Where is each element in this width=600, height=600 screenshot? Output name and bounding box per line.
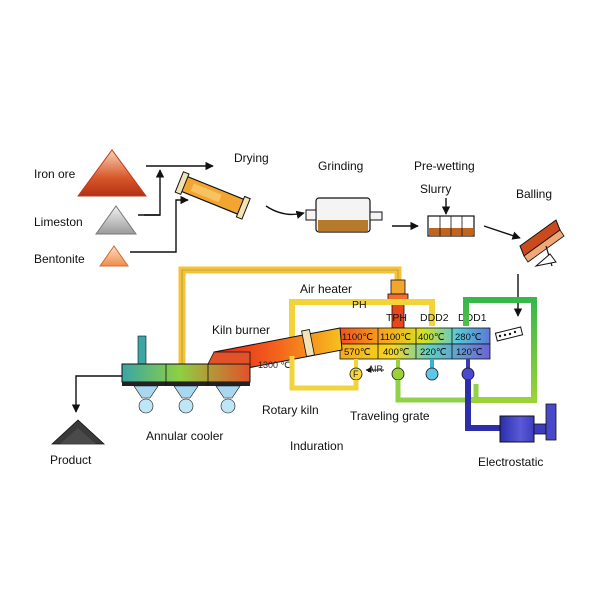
arrow-prewetting-to-balling	[483, 225, 521, 240]
zone-ph-label: PH	[352, 299, 367, 311]
temp-top-4: 280℃	[455, 332, 482, 343]
iron-ore-pile	[77, 149, 147, 197]
ph-gas-loop	[289, 299, 435, 356]
temp-bottom-3: 220℃	[420, 347, 447, 358]
kiln-burner-label: Kiln burner	[212, 323, 270, 337]
iron-ore-label: Iron ore	[34, 167, 76, 181]
electrostatic-label: Electrostatic	[478, 455, 543, 469]
arrow-dryer-to-grinder	[265, 205, 305, 219]
grinding-label: Grinding	[318, 159, 363, 173]
air-heater	[387, 279, 409, 329]
cooler-hood	[207, 351, 251, 365]
limestone-pile	[95, 205, 137, 235]
hot-air-duct	[178, 266, 402, 366]
grate-fans	[349, 359, 475, 381]
air-heater-label: Air heater	[300, 282, 352, 296]
balling-label: Balling	[516, 187, 552, 201]
induration-label: Induration	[290, 439, 343, 453]
traveling-grate-label: Traveling grate	[350, 409, 430, 423]
grinding-mill	[305, 197, 383, 233]
temp-top-3: 400℃	[418, 332, 445, 343]
zone-ddd1-label: DDD1	[458, 312, 487, 324]
recirculation-duct-yellow	[289, 356, 359, 391]
air-label: AIR	[368, 364, 384, 374]
kiln-tyre	[301, 329, 315, 357]
drying-label: Drying	[234, 151, 269, 165]
prewetting-mixer	[427, 215, 475, 237]
annular-cooler-label: Annular cooler	[146, 429, 223, 443]
zone-ddd2-label: DDD2	[420, 312, 449, 324]
exhaust-duct-green	[463, 297, 537, 403]
exhaust-duct-blue	[465, 380, 500, 431]
temp-bottom-4: 120℃	[456, 347, 483, 358]
zone-tph-label: TPH	[386, 312, 407, 324]
annular-cooler	[121, 363, 251, 383]
fan-glyph-1: F	[353, 369, 359, 379]
rotary-kiln-label: Rotary kiln	[262, 403, 319, 417]
arrow-cooler-to-product	[71, 375, 122, 413]
recirculation-duct-green	[395, 380, 479, 403]
temp-bottom-1: 570℃	[344, 347, 371, 358]
temp-top-1: 1100℃	[342, 332, 373, 343]
electrostatic-precipitator	[499, 403, 557, 443]
limestone-label: Limeston	[34, 215, 83, 229]
grate-bottom-band	[339, 343, 491, 360]
balling-disc	[519, 219, 565, 267]
prewetting-label: Pre-wetting	[414, 159, 475, 173]
temp-bottom-2: 400℃	[383, 347, 410, 358]
raw-feed-lines	[130, 161, 214, 253]
cooler-stack	[137, 335, 147, 367]
bentonite-pile	[99, 245, 129, 267]
product-label: Product	[50, 453, 92, 467]
slurry-label: Slurry	[420, 182, 451, 196]
temp-top-2: 1100℃	[380, 332, 411, 343]
dryer	[174, 171, 251, 220]
kiln-temp: 1300 ℃	[258, 360, 291, 370]
bentonite-label: Bentonite	[34, 252, 85, 266]
grate-feed-roller	[494, 326, 524, 342]
cooler-fans	[133, 385, 241, 414]
